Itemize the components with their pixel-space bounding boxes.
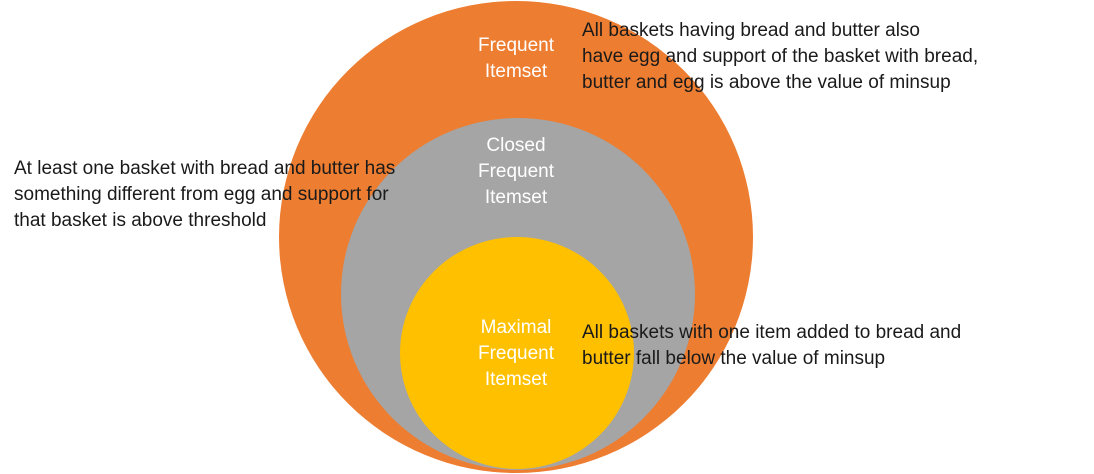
frequent-itemset-label: Frequent Itemset: [477, 35, 555, 82]
maximal-frequent-itemset-circle: [400, 237, 634, 469]
maximal-frequent-itemset-label: Maximal Frequent Itemset: [477, 317, 555, 390]
closed-frequent-itemset-label: Closed Frequent Itemset: [477, 135, 555, 208]
frequent-itemset-annotation: All baskets having bread and butter also…: [582, 20, 979, 93]
closed-itemset-annotation: At least one basket with bread and butte…: [14, 158, 396, 231]
maximal-itemset-annotation: All baskets with one item added to bread…: [582, 322, 962, 369]
